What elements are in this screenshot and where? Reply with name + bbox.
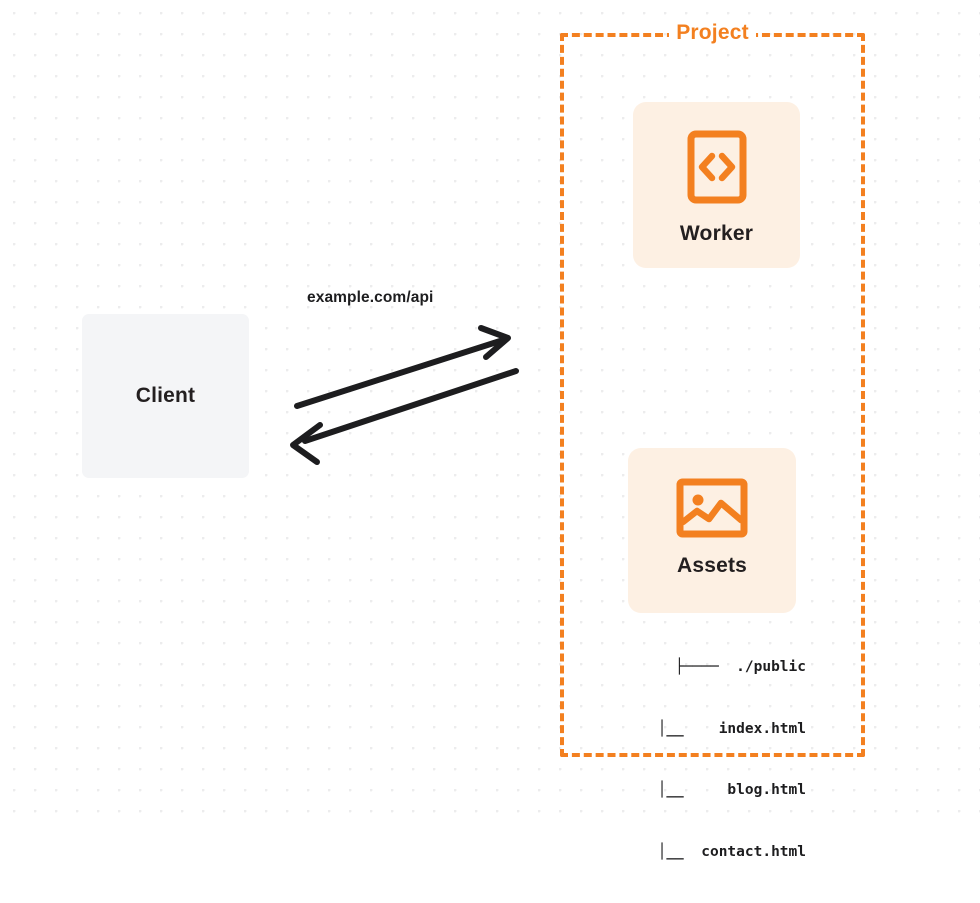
file-tree-row: │__ blog.html [640, 782, 806, 798]
diagram-canvas: Client example.com/api Project Worker [0, 0, 980, 860]
code-brackets-icon [687, 130, 747, 204]
image-icon [676, 478, 748, 538]
worker-card[interactable]: Worker [633, 102, 800, 268]
response-arrow [290, 368, 519, 465]
assets-card-label: Assets [676, 554, 748, 577]
worker-card-label: Worker [679, 222, 754, 245]
assets-card[interactable]: Assets [628, 448, 796, 613]
client-node[interactable]: Client [82, 314, 249, 478]
assets-file-tree: ├──── ./public │__ index.html │__ blog.h… [606, 616, 806, 903]
file-tree-row: │__ contact.html [640, 843, 806, 860]
request-url-label: example.com/api [307, 289, 434, 306]
request-arrow [294, 325, 511, 409]
file-tree-row: ├──── ./public [675, 659, 806, 675]
file-tree-row: │__ index.html [640, 720, 806, 737]
client-node-label: Client [135, 384, 196, 407]
